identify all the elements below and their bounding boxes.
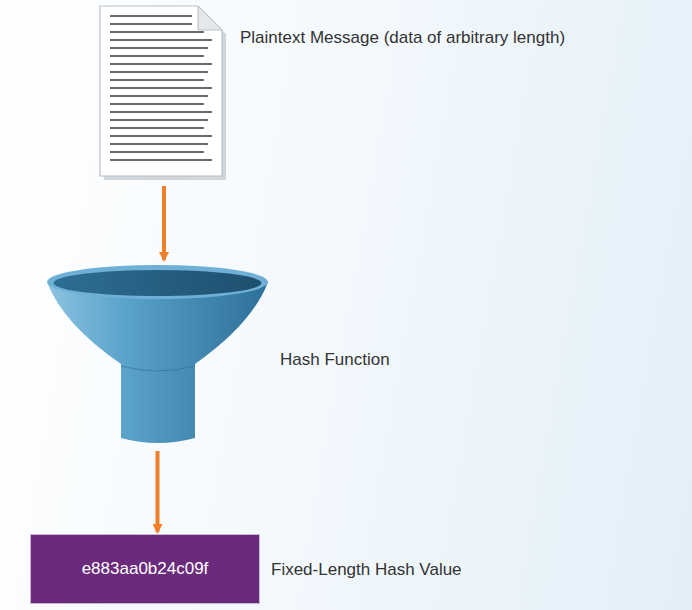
funnel-icon: [45, 262, 270, 447]
document-node: Plaintext Message (data of arbitrary len…: [98, 4, 230, 182]
flow-arrow: [156, 451, 160, 532]
hash-value-box: e883aa0b24c09fFixed-Length Hash Value: [30, 534, 260, 604]
side-label: Plaintext Message (data of arbitrary len…: [240, 28, 565, 48]
flow-arrow: [162, 186, 166, 260]
side-label: Fixed-Length Hash Value: [271, 560, 462, 580]
side-label: Hash Function: [280, 350, 390, 370]
hash-function-node: Hash Function: [45, 262, 270, 447]
hash-value-text: e883aa0b24c09f: [82, 559, 209, 579]
document-icon: [98, 4, 230, 182]
